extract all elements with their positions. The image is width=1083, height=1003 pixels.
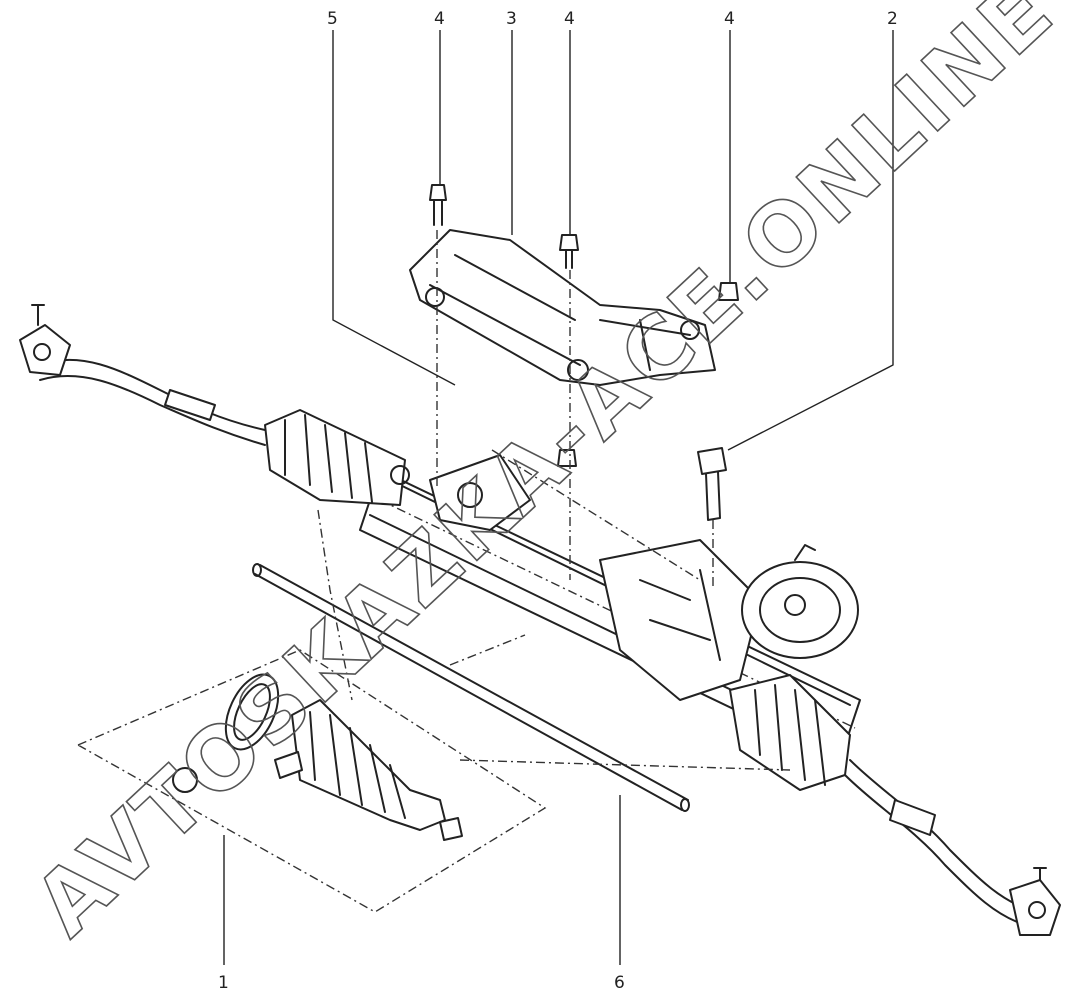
- left-rack-boot: [264, 409, 410, 506]
- callout-1: 1: [218, 973, 229, 993]
- callout-2: 2: [887, 9, 898, 29]
- callout-4-left: 4: [434, 9, 445, 29]
- callout-3: 3: [506, 9, 517, 29]
- steering-rack-assembly: [359, 454, 861, 761]
- leader-lines: [223, 30, 894, 965]
- callout-5: 5: [327, 9, 338, 29]
- right-tie-rod: [844, 759, 1061, 936]
- callout-4-right: 4: [724, 9, 735, 29]
- bracket-bolt-right: [718, 282, 739, 301]
- bracket-bolt-middle: [559, 234, 579, 269]
- rack-mounting-bolt: [697, 447, 727, 521]
- callout-6: 6: [614, 973, 625, 993]
- assembly-guide-lines: [317, 230, 791, 771]
- left-tie-rod: [19, 304, 266, 446]
- boot-kit: [76, 649, 547, 913]
- bracket-bolt-left: [429, 184, 447, 226]
- mounting-bracket: [409, 229, 716, 386]
- callout-4-middle: 4: [564, 9, 575, 29]
- rack-rod: [252, 563, 690, 812]
